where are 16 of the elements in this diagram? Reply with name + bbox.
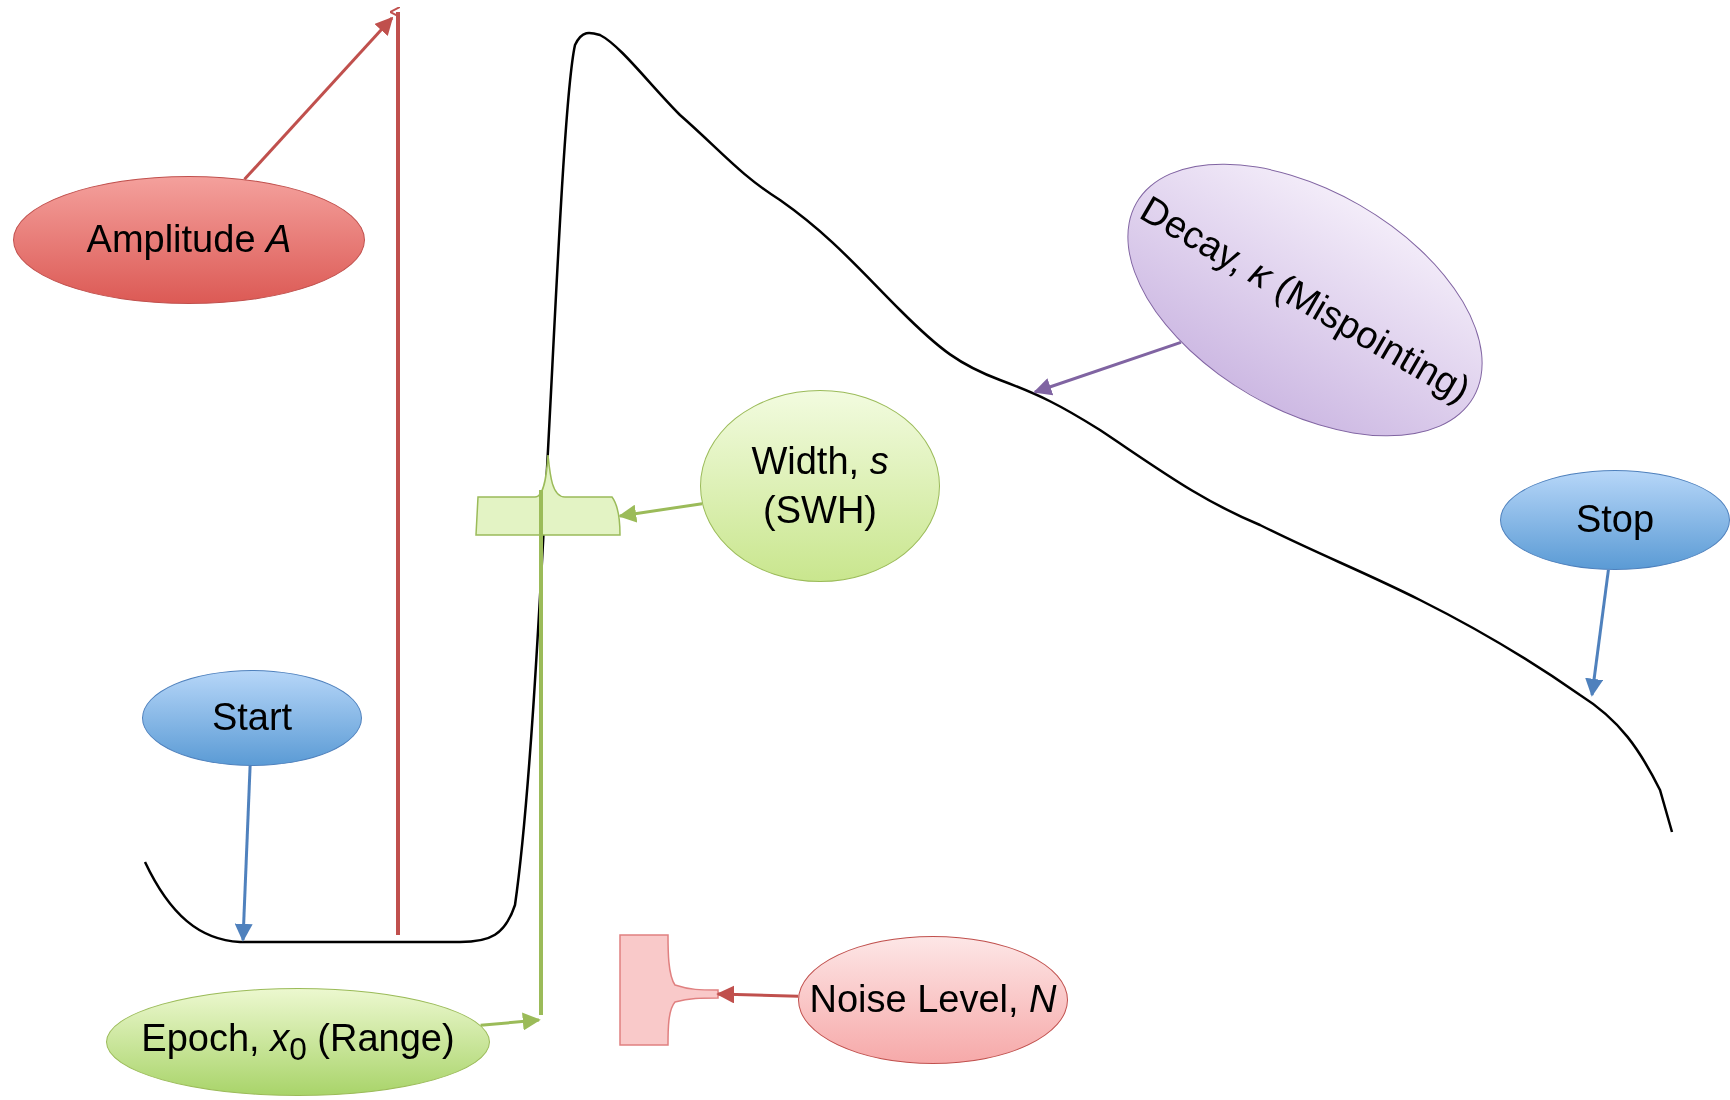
callout-text: Width, s (SWH) — [750, 438, 890, 533]
callout-pointer — [234, 765, 253, 942]
width-marker — [475, 454, 621, 536]
callout-pointer — [243, 16, 394, 181]
callout-pointer — [618, 502, 703, 523]
noise-marker — [619, 934, 719, 1046]
callout-text: Noise Level, N — [809, 977, 1057, 1023]
callout-text: Start — [211, 695, 293, 741]
callout-pointer — [1585, 569, 1610, 697]
callout-text: Amplitude A — [86, 217, 292, 263]
callout-pointer — [480, 1012, 541, 1031]
callout-text: Epoch, x$_{0}$ (Range) — [141, 1016, 455, 1069]
callout-pointer — [716, 985, 799, 1004]
callout-pointer — [1033, 340, 1182, 396]
epoch-line — [539, 490, 543, 1015]
callout-text: Stop — [1575, 497, 1655, 543]
